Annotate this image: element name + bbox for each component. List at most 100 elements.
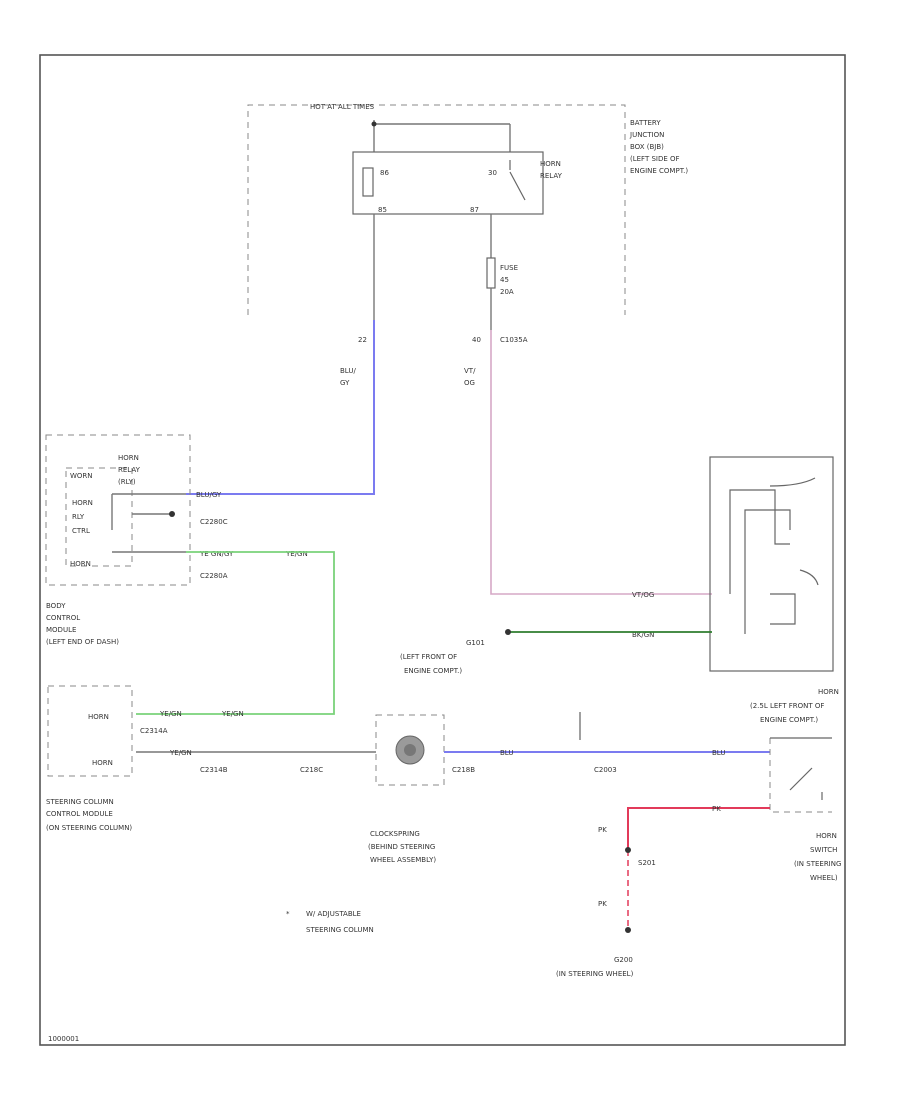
svg-text:CLOCKSPRING: CLOCKSPRING: [370, 830, 420, 838]
hot-at-all-times-label: HOT AT ALL TIMES: [310, 103, 375, 111]
connector-c218b: C218B: [452, 766, 475, 774]
bcm-wire-ye-gn-gy: YE GN/GY: [199, 550, 234, 558]
connector-c2314b: C2314B: [200, 766, 228, 774]
horn-relay-label: HORN RELAY: [540, 160, 563, 180]
sccm-horn-label-2: HORN: [92, 759, 113, 767]
svg-text:(IN STEERING WHEEL): (IN STEERING WHEEL): [556, 970, 634, 978]
svg-text:45: 45: [500, 276, 509, 284]
steering-column-control-module-label: STEERING COLUMN CONTROL MODULE (ON STEER…: [46, 798, 132, 832]
wire-blu-gy-label: BLU/ GY: [340, 367, 356, 387]
svg-text:CTRL: CTRL: [72, 527, 90, 535]
svg-text:(ON STEERING COLUMN): (ON STEERING COLUMN): [46, 824, 132, 832]
wire-pk-3: PK: [598, 900, 607, 908]
svg-text:HORN: HORN: [816, 832, 837, 840]
svg-text:(IN STEERING: (IN STEERING: [794, 860, 841, 868]
body-control-module-label: BODY CONTROL MODULE (LEFT END OF DASH): [46, 602, 119, 646]
bcm-horn-label: HORN: [70, 560, 91, 568]
svg-text:HORN: HORN: [818, 688, 839, 696]
svg-text:(LEFT FRONT OF: (LEFT FRONT OF: [400, 653, 457, 661]
relay-pin-86: 86: [380, 169, 389, 177]
clockspring-label: CLOCKSPRING (BEHIND STEERING WHEEL ASSEM…: [368, 830, 436, 864]
svg-text:(LEFT SIDE OF: (LEFT SIDE OF: [630, 155, 680, 163]
fuse-45: [486, 257, 496, 289]
wire-pk-2: PK: [598, 826, 607, 834]
svg-text:ENGINE COMPT.): ENGINE COMPT.): [630, 167, 688, 175]
sccm-wire-ye-gn-1b: YE/GN: [221, 710, 244, 718]
pin-40: 40: [472, 336, 481, 344]
svg-text:(BEHIND STEERING: (BEHIND STEERING: [368, 843, 435, 851]
horn-label: HORN (2.5L LEFT FRONT OF ENGINE COMPT.): [750, 688, 839, 724]
svg-text:STEERING COLUMN: STEERING COLUMN: [306, 926, 374, 934]
sccm-wire-ye-gn-1: YE/GN: [159, 710, 182, 718]
svg-text:RELAY: RELAY: [540, 172, 563, 180]
wire-blu-2: BLU: [712, 749, 725, 757]
wire-pink-switch-to-splice: [627, 807, 770, 850]
diagram-code: 1000001: [48, 1035, 79, 1043]
connector-c218c: C218C: [300, 766, 323, 774]
svg-text:HORN: HORN: [540, 160, 561, 168]
svg-text:BATTERY: BATTERY: [630, 119, 661, 127]
svg-text:OG: OG: [464, 379, 475, 387]
svg-text:FUSE: FUSE: [500, 264, 518, 272]
body-control-module: [45, 434, 191, 586]
svg-text:G200: G200: [614, 956, 633, 964]
wire-pink-fuse-to-horn: [490, 330, 712, 595]
horn: [709, 456, 834, 672]
connector-c2280a: C2280A: [200, 572, 228, 580]
wire-blue-relay-to-bcm: [186, 320, 375, 495]
sccm-horn-label-1: HORN: [88, 713, 109, 721]
horn-switch: [769, 738, 832, 813]
bcm-worn-label: WORN: [70, 472, 93, 480]
svg-text:(2.5L LEFT FRONT OF: (2.5L LEFT FRONT OF: [750, 702, 824, 710]
svg-text:BOX (BJB): BOX (BJB): [630, 143, 664, 151]
ground-g101-label: G101 (LEFT FRONT OF ENGINE COMPT.): [400, 639, 485, 675]
ground-g101-dot: [505, 629, 511, 635]
note-marker: *: [286, 910, 290, 918]
svg-text:MODULE: MODULE: [46, 626, 76, 634]
steering-column-control-module: [47, 685, 133, 777]
note-label: W/ ADJUSTABLE STEERING COLUMN: [306, 910, 374, 934]
horn-switch-contact: [789, 767, 813, 791]
horn-connector-bk-gn: BK/GN: [632, 631, 654, 639]
svg-text:CONTROL MODULE: CONTROL MODULE: [46, 810, 113, 818]
connector-c2003: C2003: [594, 766, 617, 774]
bcm-horn-rly-ctrl-label: HORN RLY CTRL: [72, 499, 93, 535]
bcm-horn-relay-label: HORN RELAY (RLY): [118, 454, 141, 486]
relay-contact: [509, 171, 526, 201]
svg-text:BLU/: BLU/: [340, 367, 356, 375]
clockspring: [375, 714, 445, 786]
ground-g200-dot: [625, 927, 631, 933]
svg-text:W/ ADJUSTABLE: W/ ADJUSTABLE: [306, 910, 361, 918]
splice-s201: [625, 847, 631, 853]
fuse-label: FUSE 45 20A: [500, 264, 518, 296]
svg-text:RLY: RLY: [72, 513, 85, 521]
svg-text:RELAY: RELAY: [118, 466, 141, 474]
relay-pin-85: 85: [378, 206, 387, 214]
relay-pin-30: 30: [488, 169, 497, 177]
svg-text:(RLY): (RLY): [118, 478, 136, 486]
svg-text:HORN: HORN: [72, 499, 93, 507]
wire-blu-1: BLU: [500, 749, 513, 757]
horn-relay: [352, 151, 544, 215]
svg-text:JUNCTION: JUNCTION: [629, 131, 664, 139]
junction-box-outline: [247, 104, 626, 315]
diagram-frame: [39, 54, 846, 1046]
svg-text:(LEFT END OF DASH): (LEFT END OF DASH): [46, 638, 119, 646]
wire-green-bcm-to-sccm: [136, 551, 335, 715]
svg-text:SWITCH: SWITCH: [810, 846, 837, 854]
relay-coil: [362, 167, 374, 197]
wire-vt-og-label: VT/ OG: [464, 367, 476, 387]
pin-22: 22: [358, 336, 367, 344]
sccm-wire-ye-gn-2: YE/GN: [169, 749, 192, 757]
junction-box-label: BATTERY JUNCTION BOX (BJB) (LEFT SIDE OF…: [629, 119, 688, 175]
svg-text:BODY: BODY: [46, 602, 66, 610]
svg-text:STEERING COLUMN: STEERING COLUMN: [46, 798, 114, 806]
svg-text:CONTROL: CONTROL: [46, 614, 80, 622]
svg-text:20A: 20A: [500, 288, 514, 296]
svg-text:ENGINE COMPT.): ENGINE COMPT.): [404, 667, 462, 675]
horn-connector-vt-og: VT/OG: [632, 591, 654, 599]
svg-text:WHEEL ASSEMBLY): WHEEL ASSEMBLY): [370, 856, 436, 864]
bcm-wire-ye-gn: YE/GN: [285, 550, 308, 558]
bcm-wire-blu-gy: BLU/GY: [196, 491, 222, 499]
